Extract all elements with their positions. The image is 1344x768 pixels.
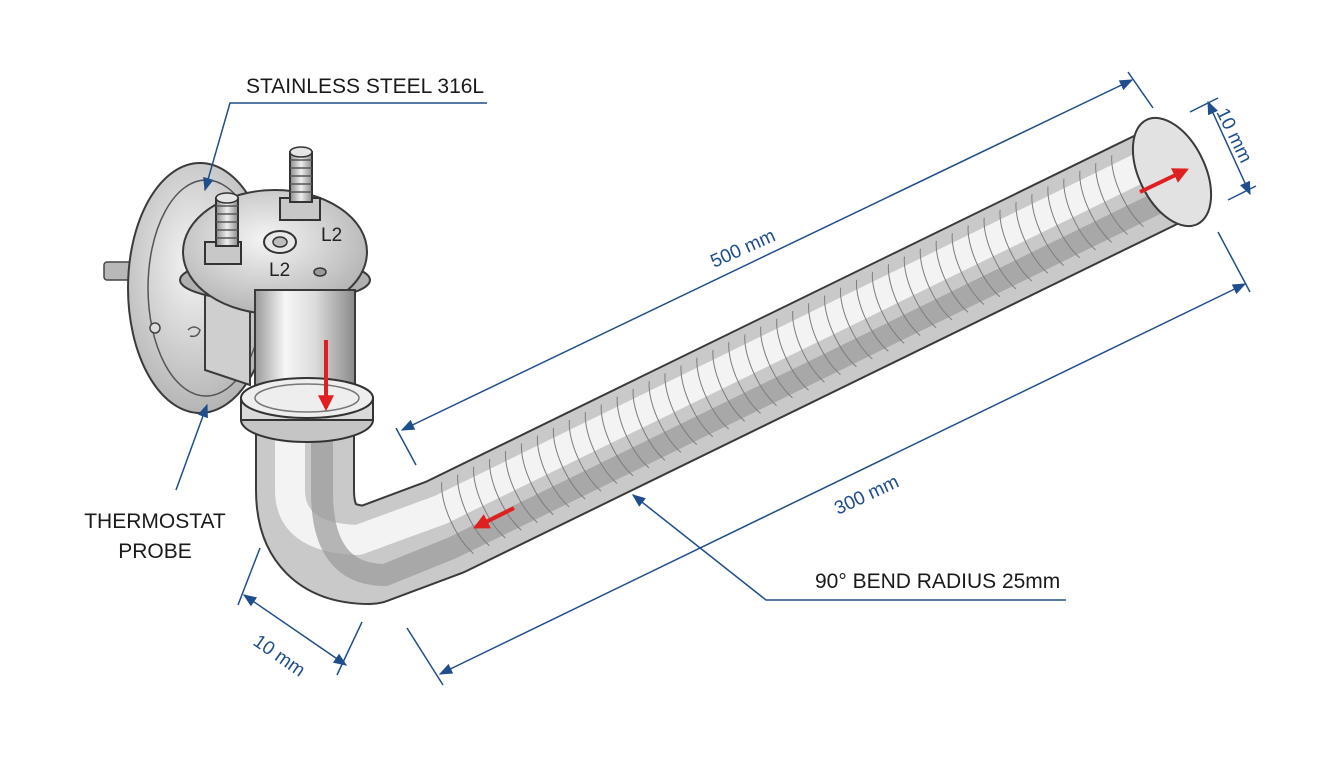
dim-line-10-left [242,594,348,666]
terminal-label-right: L2 [321,225,342,246]
leader-bend [631,494,1066,601]
mounting-head: L2 L2 [103,146,371,414]
leader-lines [175,102,1066,601]
dim-label-10-left: 10 mm [249,631,309,682]
terminal-stud-right [279,146,321,221]
leader-probe [175,403,208,491]
dim-line-300 [438,283,1247,675]
dim-label-500: 500 mm [707,225,778,272]
dimension-lines [237,71,1257,686]
flow-arrow-right-icon [1139,168,1189,194]
dim-line-10-right [1207,100,1251,196]
probe-label-line1: THERMOSTAT [84,510,226,533]
bend-label: 90° BEND RADIUS 25mm [815,570,1060,593]
dim-label-10-right: 10 mm [1212,105,1256,166]
probe-label-line2: PROBE [118,540,192,563]
pipe-collar [240,377,374,443]
terminal-label-left: L2 [269,260,290,281]
leader-material [203,102,487,192]
heating-tube [255,128,1192,605]
material-label: STAINLESS STEEL 316L [246,75,484,98]
terminal-stud-left [204,192,242,265]
